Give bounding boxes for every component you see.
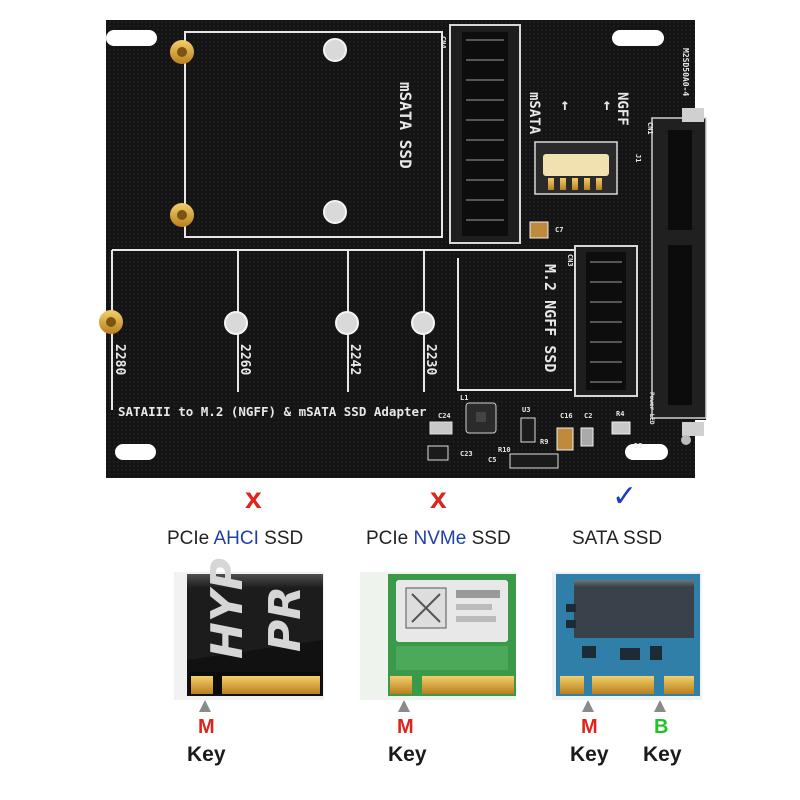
caption-suffix: SSD	[466, 528, 511, 549]
size-label-2260: 2260	[237, 344, 252, 375]
size-label-2280: 2280	[112, 344, 127, 375]
switch-label-msata: mSATA	[526, 92, 542, 135]
ic-chip	[465, 402, 497, 434]
not-supported-x-icon: x	[430, 482, 447, 515]
triangle-up-icon	[582, 700, 594, 712]
j1-label: J1	[634, 154, 642, 162]
component-label: C23	[460, 450, 473, 458]
triangle-up-icon	[654, 700, 666, 712]
key-label: Key	[570, 743, 609, 766]
key-label: Key	[643, 743, 682, 766]
brass-standoff	[170, 40, 194, 64]
key-label: Key	[388, 743, 427, 766]
component-label: Power LED	[648, 392, 655, 425]
caption-prefix: SATA SSD	[572, 528, 663, 549]
selector-jumper	[534, 141, 618, 195]
component-label: C24	[438, 412, 451, 420]
brass-standoff	[99, 310, 123, 334]
ssd-brand-print: HYP	[202, 558, 253, 659]
component-label: C16	[560, 412, 573, 420]
brass-standoff	[170, 203, 194, 227]
triangle-up-icon	[398, 700, 410, 712]
screw-hole	[224, 311, 248, 335]
caption-prefix: PCIe	[167, 528, 214, 549]
triangle-up-icon	[199, 700, 211, 712]
caption-pcie-ahci: PCIe AHCI SSD	[167, 528, 303, 550]
key-pointer-icons	[199, 700, 666, 712]
key-label: Key	[187, 743, 226, 766]
component-label: C7	[555, 226, 563, 234]
passive-components	[427, 221, 631, 469]
screw-hole	[323, 200, 347, 224]
key-letter-m: M	[397, 716, 414, 738]
ssd-brand-print: PR	[260, 586, 311, 652]
msata-slot-label: mSATA SSD	[396, 82, 415, 169]
sata-connector	[651, 108, 707, 445]
arrow-up-icon: ↑	[560, 95, 570, 114]
gold-fingers	[560, 676, 694, 694]
ssd-pcie-ahci-image: HYP PR	[174, 558, 324, 700]
caption-highlight: NVMe	[413, 528, 467, 549]
caption-sata-ssd: SATA SSD	[572, 528, 662, 550]
screw-hole	[323, 38, 347, 62]
gold-fingers	[191, 676, 320, 694]
size-label-2230: 2230	[423, 344, 438, 375]
not-supported-x-icon: x	[245, 482, 262, 515]
switch-label-ngff: NGFF	[614, 92, 630, 126]
component-label: C5	[488, 456, 496, 464]
pcb-board: mSATA SSD M.2 NGFF SSD mSATA NGFF ↑ ↑ M2…	[99, 20, 707, 478]
component-label: D3	[634, 442, 642, 450]
ssd-pcie-nvme-image	[360, 572, 516, 700]
screw-hole	[335, 311, 359, 335]
ngff-slot-label: M.2 NGFF SSD	[541, 264, 559, 372]
gold-fingers	[390, 676, 514, 694]
board-title: SATAIII to M.2 (NGFF) & mSATA SSD Adapte…	[118, 404, 427, 419]
component-label: R9	[540, 438, 548, 446]
model-number: M2SD50A0-4	[681, 48, 690, 96]
ngff-connector	[574, 245, 638, 397]
cn4-label: CN4	[439, 36, 447, 49]
msata-connector	[449, 24, 521, 244]
key-letter-b: B	[654, 716, 669, 738]
supported-check-icon: ✓	[612, 480, 638, 513]
caption-prefix: PCIe	[366, 528, 414, 549]
component-label: L1	[460, 394, 468, 402]
cn1-label: CN1	[646, 122, 654, 135]
component-label: R10	[498, 446, 511, 454]
size-label-2242: 2242	[347, 344, 362, 375]
component-label: U3	[522, 406, 530, 414]
screw-hole	[411, 311, 435, 335]
caption-suffix: SSD	[258, 528, 304, 549]
key-letter-m: M	[581, 716, 598, 738]
cn3-label: CN3	[566, 254, 574, 267]
component-label: C2	[584, 412, 592, 420]
caption-highlight: AHCI	[213, 528, 259, 549]
component-label: R4	[616, 410, 624, 418]
arrow-up-icon: ↑	[602, 95, 612, 114]
caption-pcie-nvme: PCIe NVMe SSD	[366, 528, 511, 550]
key-letter-m: M	[198, 716, 215, 738]
ssd-sata-image	[552, 572, 702, 700]
